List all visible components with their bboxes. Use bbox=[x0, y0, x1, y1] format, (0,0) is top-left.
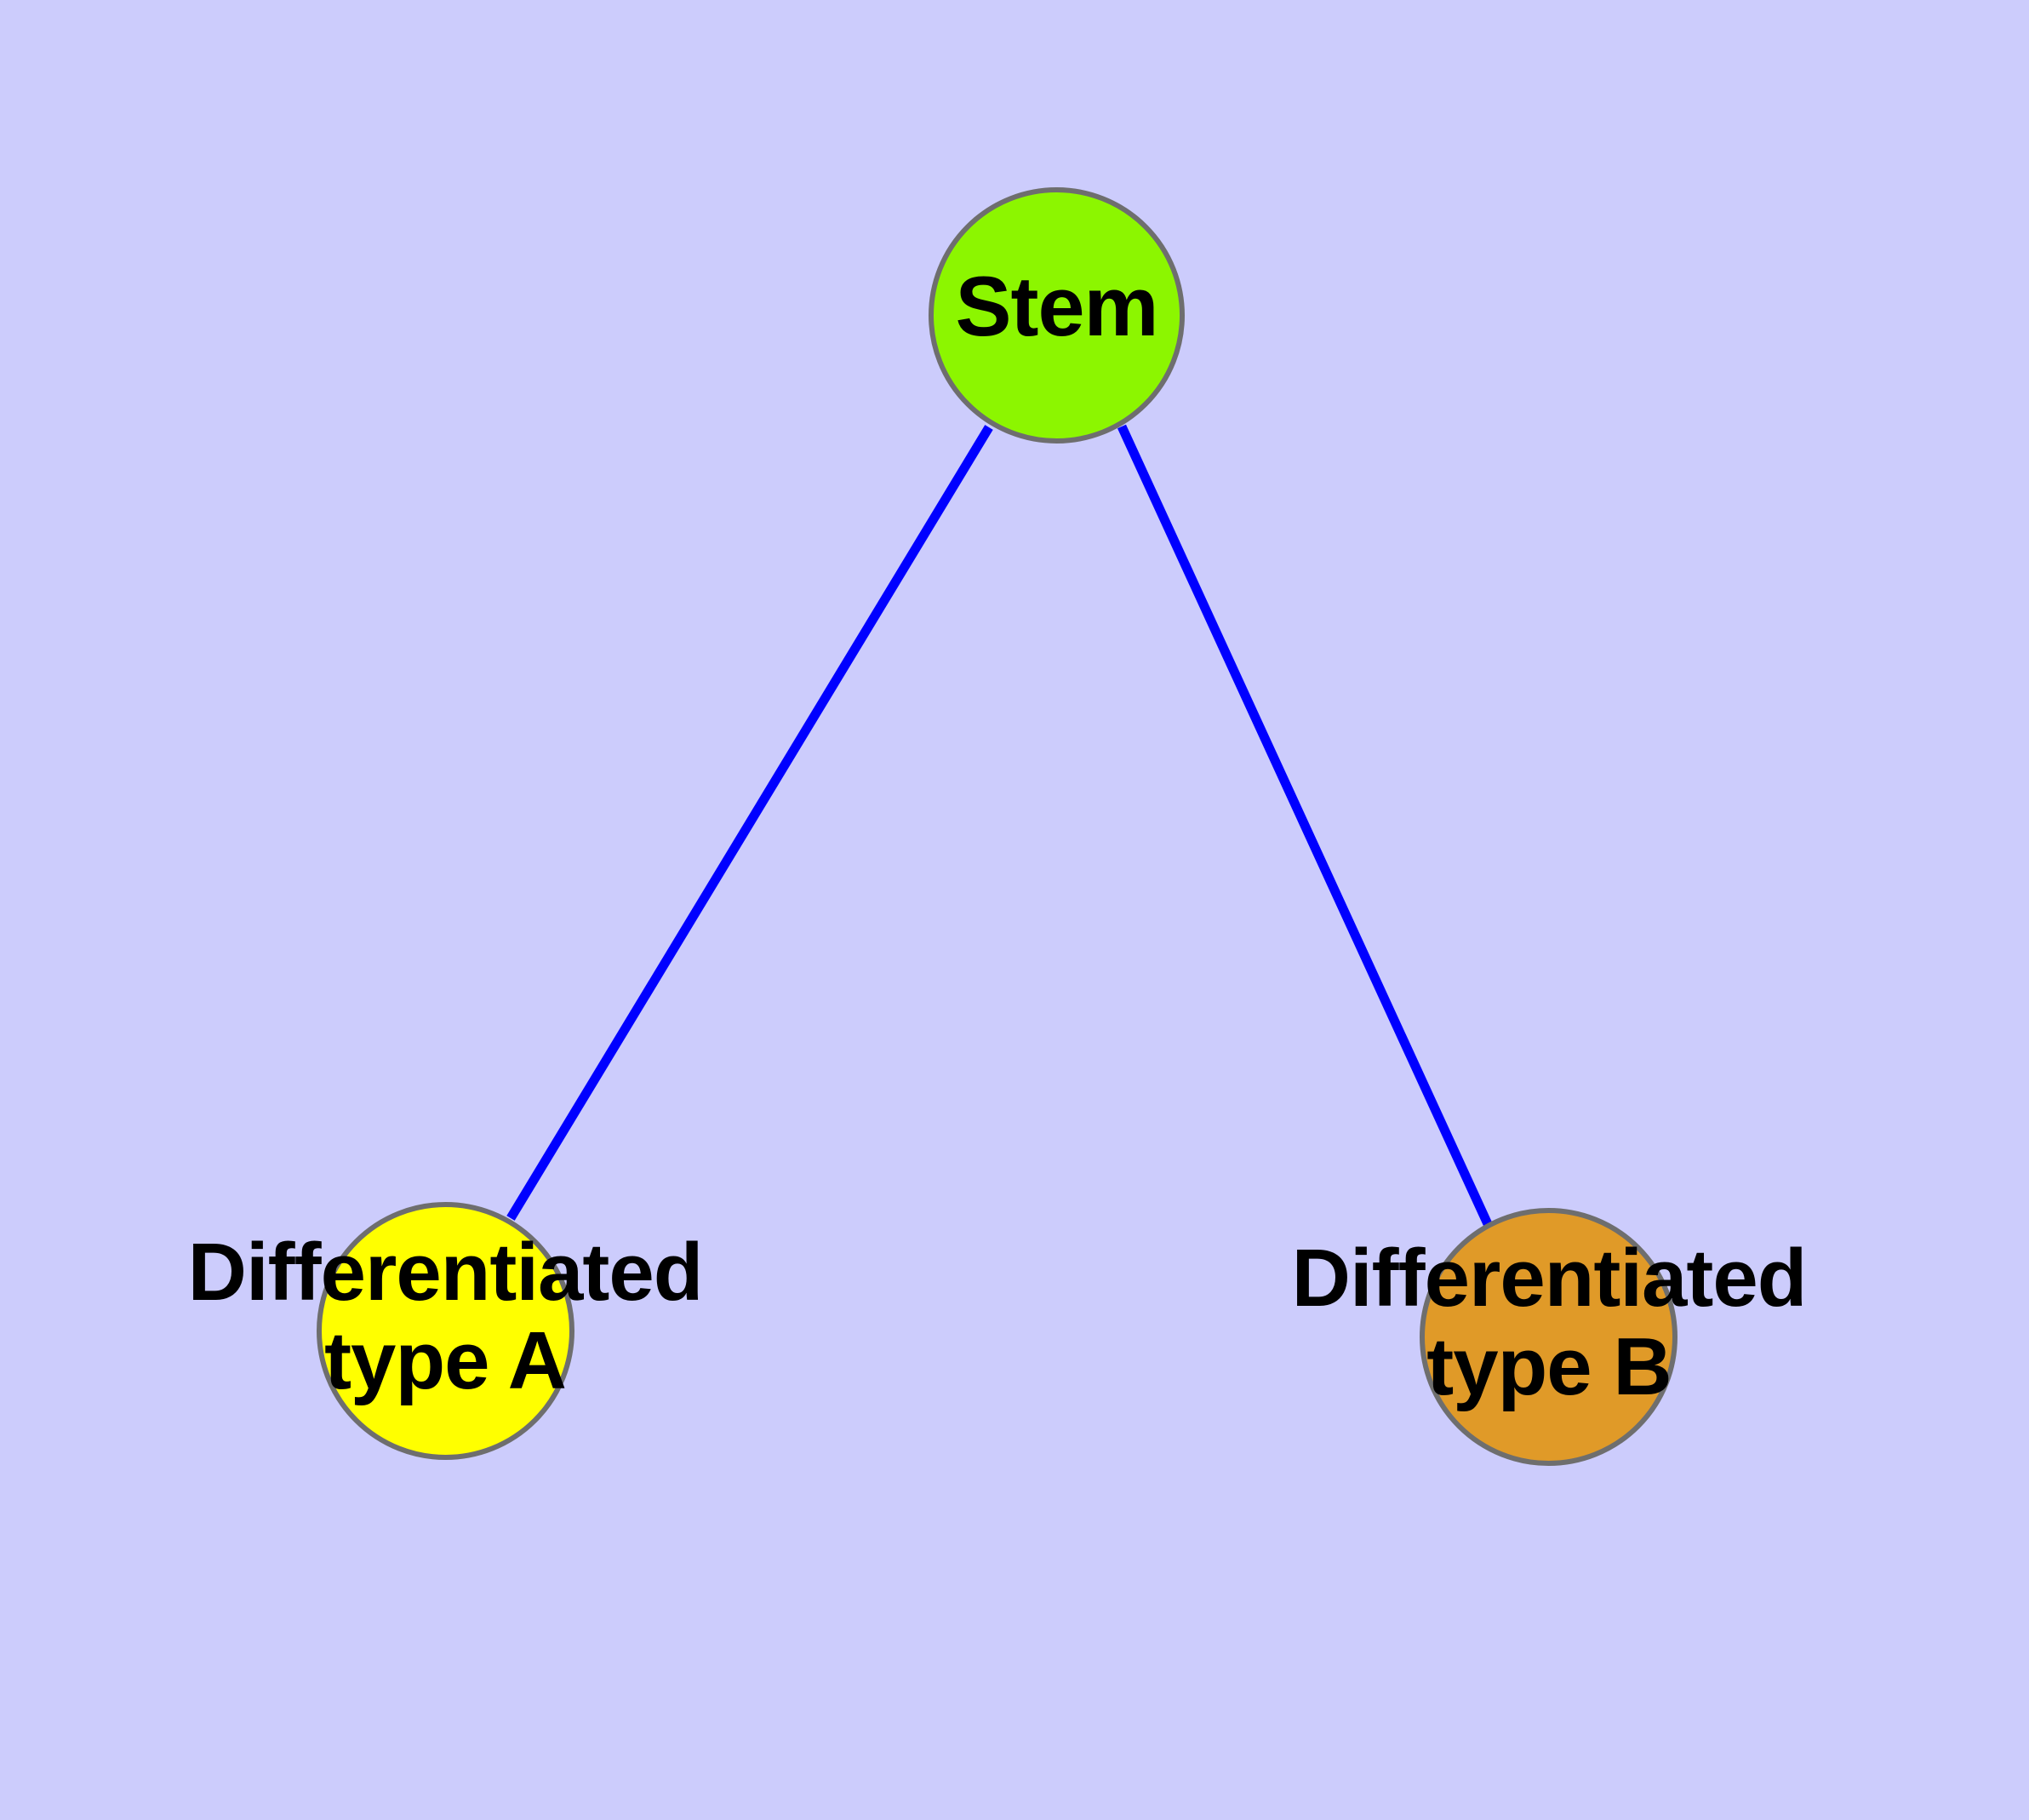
node-differentiated-type-a[interactable] bbox=[317, 1202, 574, 1460]
node-stem[interactable] bbox=[929, 187, 1185, 444]
node-label-stem: Stem bbox=[929, 259, 1185, 353]
edge-stem-to-differentiated-type-a bbox=[506, 425, 993, 1221]
label-line-1: Differentiated bbox=[1291, 1233, 1808, 1324]
node-differentiated-type-b[interactable] bbox=[1420, 1208, 1677, 1466]
label-line-2: type B bbox=[1426, 1320, 1672, 1412]
edge-stem-to-differentiated-type-b bbox=[1117, 424, 1493, 1228]
label-line-1: Differentiated bbox=[187, 1227, 704, 1318]
label-line-2: type A bbox=[324, 1314, 567, 1406]
label-line-1: Stem bbox=[955, 259, 1158, 353]
